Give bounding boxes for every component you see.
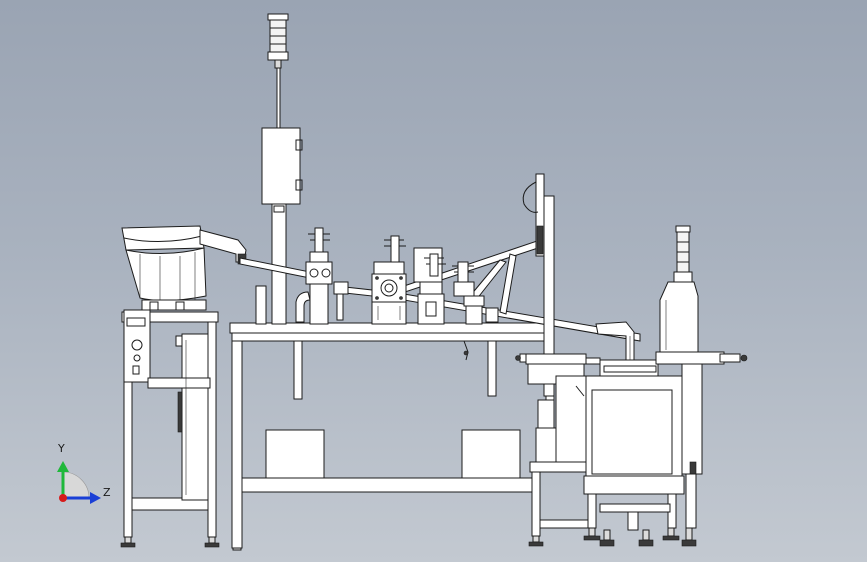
x-axis-origin: [59, 494, 67, 502]
signal-tower: [255, 13, 311, 325]
y-axis-arrowhead: [57, 461, 69, 472]
vibratory-bowl: [121, 225, 247, 311]
tower-column: [271, 203, 287, 325]
control-box: [123, 309, 151, 383]
table-feet: [232, 547, 242, 551]
discharge-chute: [595, 321, 635, 361]
feeder-stand: [120, 309, 220, 548]
station-4: [452, 261, 499, 325]
coordinate-triad[interactable]: [57, 461, 101, 504]
y-axis-label: Y: [58, 442, 65, 455]
lower-box-right: [461, 429, 521, 479]
z-axis-arrowhead: [90, 492, 101, 504]
lower-box-left: [265, 429, 325, 479]
station-1: [305, 227, 349, 325]
z-axis-label: Z: [103, 486, 111, 499]
right-machine: [515, 225, 748, 547]
electrical-box: [261, 127, 301, 205]
station-3: [413, 247, 446, 325]
station-2: [371, 235, 407, 325]
control-knob: [131, 339, 143, 351]
main-table: [229, 322, 547, 549]
triad-plane: [62, 471, 90, 499]
